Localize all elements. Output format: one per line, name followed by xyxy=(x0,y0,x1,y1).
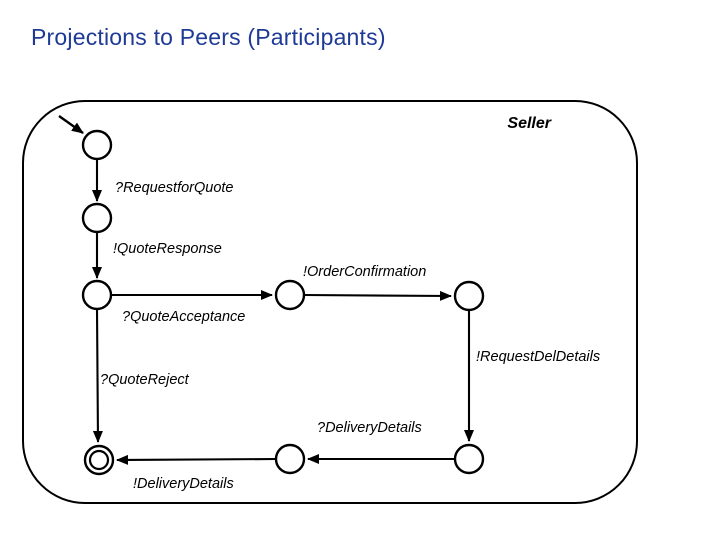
transition-label: !QuoteResponse xyxy=(113,241,222,257)
transition-label: ?RequestforQuote xyxy=(115,180,234,196)
state-node-s5 xyxy=(453,443,485,475)
state-node-s6 xyxy=(274,443,306,475)
page-title: Projections to Peers (Participants) xyxy=(31,24,386,50)
state-circle xyxy=(81,279,113,311)
state-circle xyxy=(274,443,306,475)
state-circle xyxy=(453,443,485,475)
state-circle xyxy=(453,280,485,312)
transition-label: !DeliveryDetails xyxy=(133,476,234,492)
transition-label: ?QuoteReject xyxy=(100,372,190,388)
transition-arrow xyxy=(92,308,103,443)
state-circle xyxy=(81,202,113,234)
state-circle xyxy=(274,279,306,311)
transition-arrow xyxy=(116,454,277,465)
participant-container xyxy=(22,100,638,504)
state-node-s1 xyxy=(81,202,113,234)
transition-label: ?DeliveryDetails xyxy=(317,420,422,436)
state-node-end xyxy=(83,444,115,476)
transition-label: ?QuoteAcceptance xyxy=(122,309,245,325)
transition-label: !OrderConfirmation xyxy=(303,264,426,280)
state-node-s3 xyxy=(274,279,306,311)
initial-pointer-arrow xyxy=(58,115,84,134)
state-node-start xyxy=(81,129,113,161)
state-node-s4 xyxy=(453,280,485,312)
container-label: Seller xyxy=(507,115,551,132)
state-circle xyxy=(81,129,113,161)
state-node-s2 xyxy=(81,279,113,311)
transition-label: !RequestDelDetails xyxy=(476,349,600,365)
final-state-inner-circle xyxy=(88,449,110,471)
transition-arrow xyxy=(303,290,452,301)
